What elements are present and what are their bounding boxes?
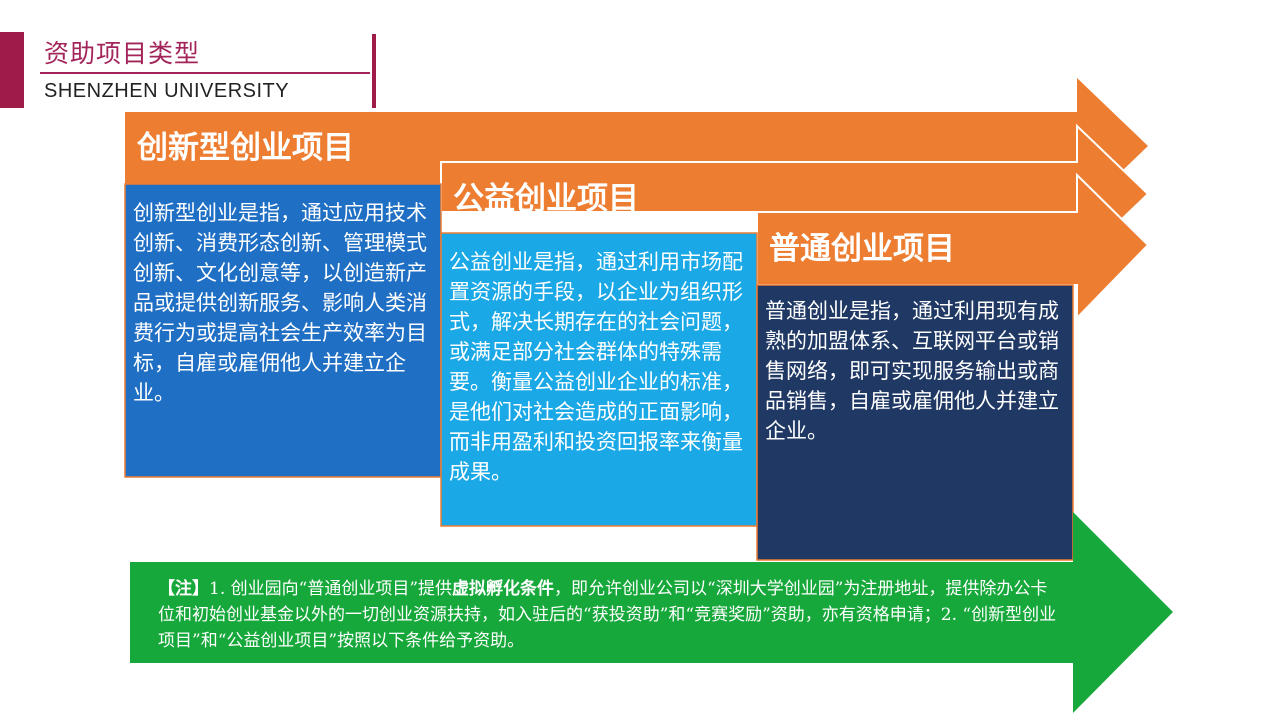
card-title-public-welfare: 公益创业项目 (453, 181, 639, 217)
note-text: 【注】1. 创业园向“普通创业项目”提供虚拟孵化条件，即允许创业公司以“深圳大学… (158, 576, 1058, 654)
brand-bar (0, 32, 24, 108)
note-part-2: ，即允许创业公司以“深圳大学创业园”为注册地址，提供除办公卡位和初始创业基金以外… (158, 579, 1057, 651)
note-part-1: 1. 创业园向“普通创业项目”提供 (209, 579, 453, 599)
card-body-general: 普通创业是指，通过利用现有成熟的加盟体系、互联网平台或销售网络，即可实现服务输出… (765, 299, 1059, 443)
card-body-box-innovative (124, 183, 442, 478)
card-title-innovative: 创新型创业项目 (137, 130, 354, 166)
page-title: 资助项目类型 (44, 39, 201, 68)
card-title-general: 普通创业项目 (769, 231, 955, 267)
header-divider (40, 72, 370, 74)
card-body-public-welfare: 公益创业是指，通过利用市场配置资源的手段，以企业为组织形式，解决长期存在的社会问… (449, 250, 743, 484)
card-body-box-general (756, 284, 1074, 561)
university-name: SHENZHEN UNIVERSITY (44, 80, 290, 102)
note-highlight: 虚拟孵化条件 (452, 579, 555, 599)
card-body-box-public-welfare (440, 232, 758, 527)
header-vertical-divider (372, 34, 376, 108)
note-prefix: 【注】 (158, 579, 209, 599)
arrow-note (130, 512, 1173, 713)
card-body-innovative: 创新型创业是指，通过应用技术创新、消费形态创新、管理模式创新、文化创意等，以创造… (133, 201, 427, 405)
